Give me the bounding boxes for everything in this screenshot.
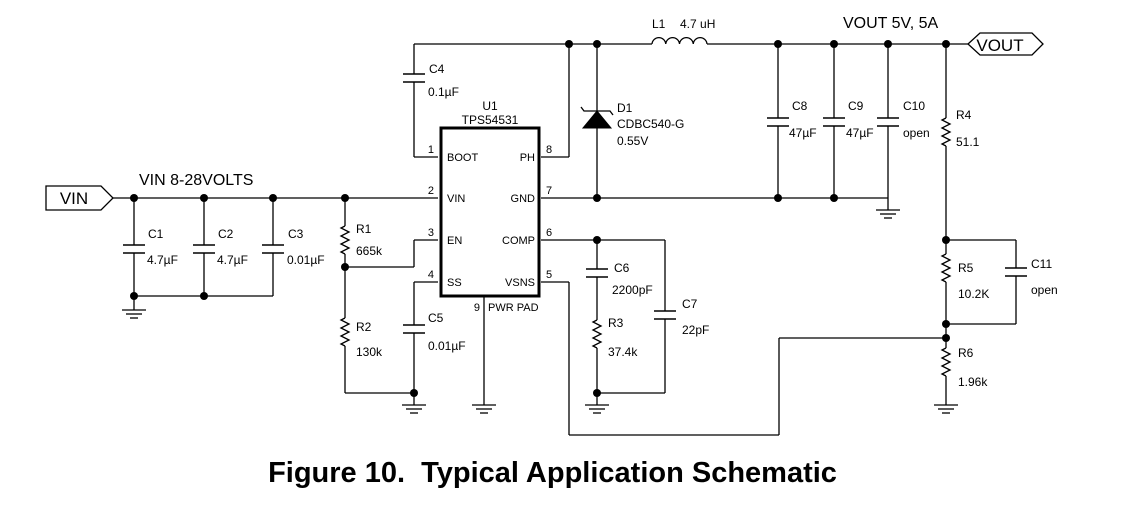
vin-range-label: VIN 8-28VOLTS bbox=[139, 172, 253, 189]
pin-name: VIN bbox=[447, 193, 465, 205]
component-value: 1.96k bbox=[958, 375, 988, 389]
component-ref: C10 bbox=[903, 99, 925, 113]
pin-number: 5 bbox=[546, 269, 552, 281]
component-ref: C11 bbox=[1031, 257, 1052, 271]
component-value: 0.1µF bbox=[428, 85, 459, 99]
ic-u1-ref: U1 bbox=[482, 99, 498, 113]
component-ref: C6 bbox=[614, 261, 630, 275]
vout-rating-label: VOUT 5V, 5A bbox=[843, 15, 938, 32]
component-value: 47µF bbox=[789, 126, 817, 140]
resistor-r4: R4 51.1 bbox=[940, 108, 980, 149]
component-value: 47µF bbox=[846, 126, 874, 140]
ground-icon bbox=[122, 309, 146, 319]
pin-name: SS bbox=[447, 277, 462, 289]
pin-name: GND bbox=[511, 193, 536, 205]
capacitor-c4: C4 0.1µF bbox=[403, 62, 459, 99]
diode-forward-voltage: 0.55V bbox=[617, 134, 648, 148]
component-value: 0.01µF bbox=[287, 253, 325, 267]
component-value: 2200pF bbox=[612, 283, 653, 297]
pin-number: 7 bbox=[546, 185, 552, 197]
ground-icon bbox=[472, 404, 496, 414]
component-value: open bbox=[903, 126, 930, 140]
component-ref: R3 bbox=[608, 316, 624, 330]
wires bbox=[113, 43, 1017, 436]
component-ref: C7 bbox=[682, 297, 698, 311]
capacitor-c8: C8 47µF bbox=[767, 99, 817, 140]
pin-name: COMP bbox=[502, 235, 535, 247]
component-ref: L1 bbox=[652, 17, 666, 31]
component-ref: C4 bbox=[429, 62, 445, 76]
capacitor-c7: C7 22pF bbox=[654, 297, 709, 337]
pin-number: 6 bbox=[546, 227, 552, 239]
capacitor-c3: C3 0.01µF bbox=[262, 227, 325, 267]
pin-number: 1 bbox=[428, 144, 434, 156]
pin-name: EN bbox=[447, 235, 462, 247]
component-ref: C3 bbox=[288, 227, 304, 241]
pin-name: PWR PAD bbox=[488, 302, 539, 314]
capacitor-c6: C6 2200pF bbox=[586, 261, 653, 297]
pin-name: PH bbox=[520, 152, 535, 164]
component-ref: R2 bbox=[356, 320, 372, 334]
component-ref: R6 bbox=[958, 346, 974, 360]
ic-u1: U1 TPS54531 1 BOOT 2 VIN 3 EN 4 SS 8 PH … bbox=[428, 99, 552, 314]
capacitor-c5: C5 0.01µF bbox=[403, 311, 466, 353]
component-value: 37.4k bbox=[608, 345, 638, 359]
component-value: 4.7µF bbox=[217, 253, 248, 267]
diode-part-number: CDBC540-G bbox=[617, 117, 684, 131]
component-value: 10.2K bbox=[958, 287, 989, 301]
component-value: 0.01µF bbox=[428, 339, 466, 353]
component-value: 130k bbox=[356, 345, 383, 359]
component-value: 22pF bbox=[682, 323, 709, 337]
component-ref: R1 bbox=[356, 222, 372, 236]
component-ref: C8 bbox=[792, 99, 808, 113]
component-ref: C2 bbox=[218, 227, 234, 241]
component-ref: C5 bbox=[428, 311, 444, 325]
component-ref: C9 bbox=[848, 99, 864, 113]
component-ref: R4 bbox=[956, 108, 972, 122]
inductor-l1: L1 4.7 uH bbox=[651, 17, 715, 45]
figure-caption: Figure 10. Typical Application Schematic bbox=[268, 457, 837, 489]
pin-name: VSNS bbox=[505, 277, 535, 289]
pin-number: 4 bbox=[428, 269, 434, 281]
component-value: 51.1 bbox=[956, 135, 980, 149]
junction-dots bbox=[130, 40, 950, 397]
schottky-diode-d1: D1 CDBC540-G 0.55V bbox=[580, 101, 684, 148]
resistor-r3: R3 37.4k bbox=[591, 316, 638, 359]
capacitor-c1: C1 4.7µF bbox=[123, 227, 178, 267]
ic-u1-part: TPS54531 bbox=[462, 113, 519, 127]
pin-name: BOOT bbox=[447, 152, 478, 164]
resistor-r6: R6 1.96k bbox=[940, 346, 988, 389]
capacitor-c2: C2 4.7µF bbox=[193, 227, 248, 267]
resistor-r2: R2 130k bbox=[339, 317, 383, 359]
ground-icon bbox=[934, 404, 958, 414]
pin-number: 9 bbox=[474, 302, 480, 314]
vin-port-label: VIN bbox=[60, 189, 88, 208]
ground-icon bbox=[876, 209, 900, 219]
vin-port: VIN bbox=[45, 185, 114, 211]
resistor-r5: R5 10.2K bbox=[940, 253, 989, 301]
vout-port: VOUT bbox=[967, 32, 1044, 56]
pin-number: 3 bbox=[428, 227, 434, 239]
vout-port-label: VOUT bbox=[976, 36, 1023, 55]
resistor-r1: R1 665k bbox=[339, 222, 383, 258]
pin-number: 2 bbox=[428, 185, 434, 197]
pin-number: 8 bbox=[546, 144, 552, 156]
component-value: 4.7µF bbox=[147, 253, 178, 267]
capacitor-c9: C9 47µF bbox=[823, 99, 874, 140]
ic-u1-body bbox=[439, 126, 541, 298]
component-ref: D1 bbox=[617, 101, 633, 115]
component-value: 4.7 uH bbox=[680, 17, 715, 31]
capacitor-c11: C11 open bbox=[1005, 257, 1058, 297]
component-value: 665k bbox=[356, 244, 383, 258]
component-ref: R5 bbox=[958, 261, 974, 275]
ground-icon bbox=[585, 404, 609, 414]
component-value: open bbox=[1031, 283, 1058, 297]
ground-icon bbox=[402, 404, 426, 414]
component-ref: C1 bbox=[148, 227, 164, 241]
capacitor-c10: C10 open bbox=[877, 99, 930, 140]
